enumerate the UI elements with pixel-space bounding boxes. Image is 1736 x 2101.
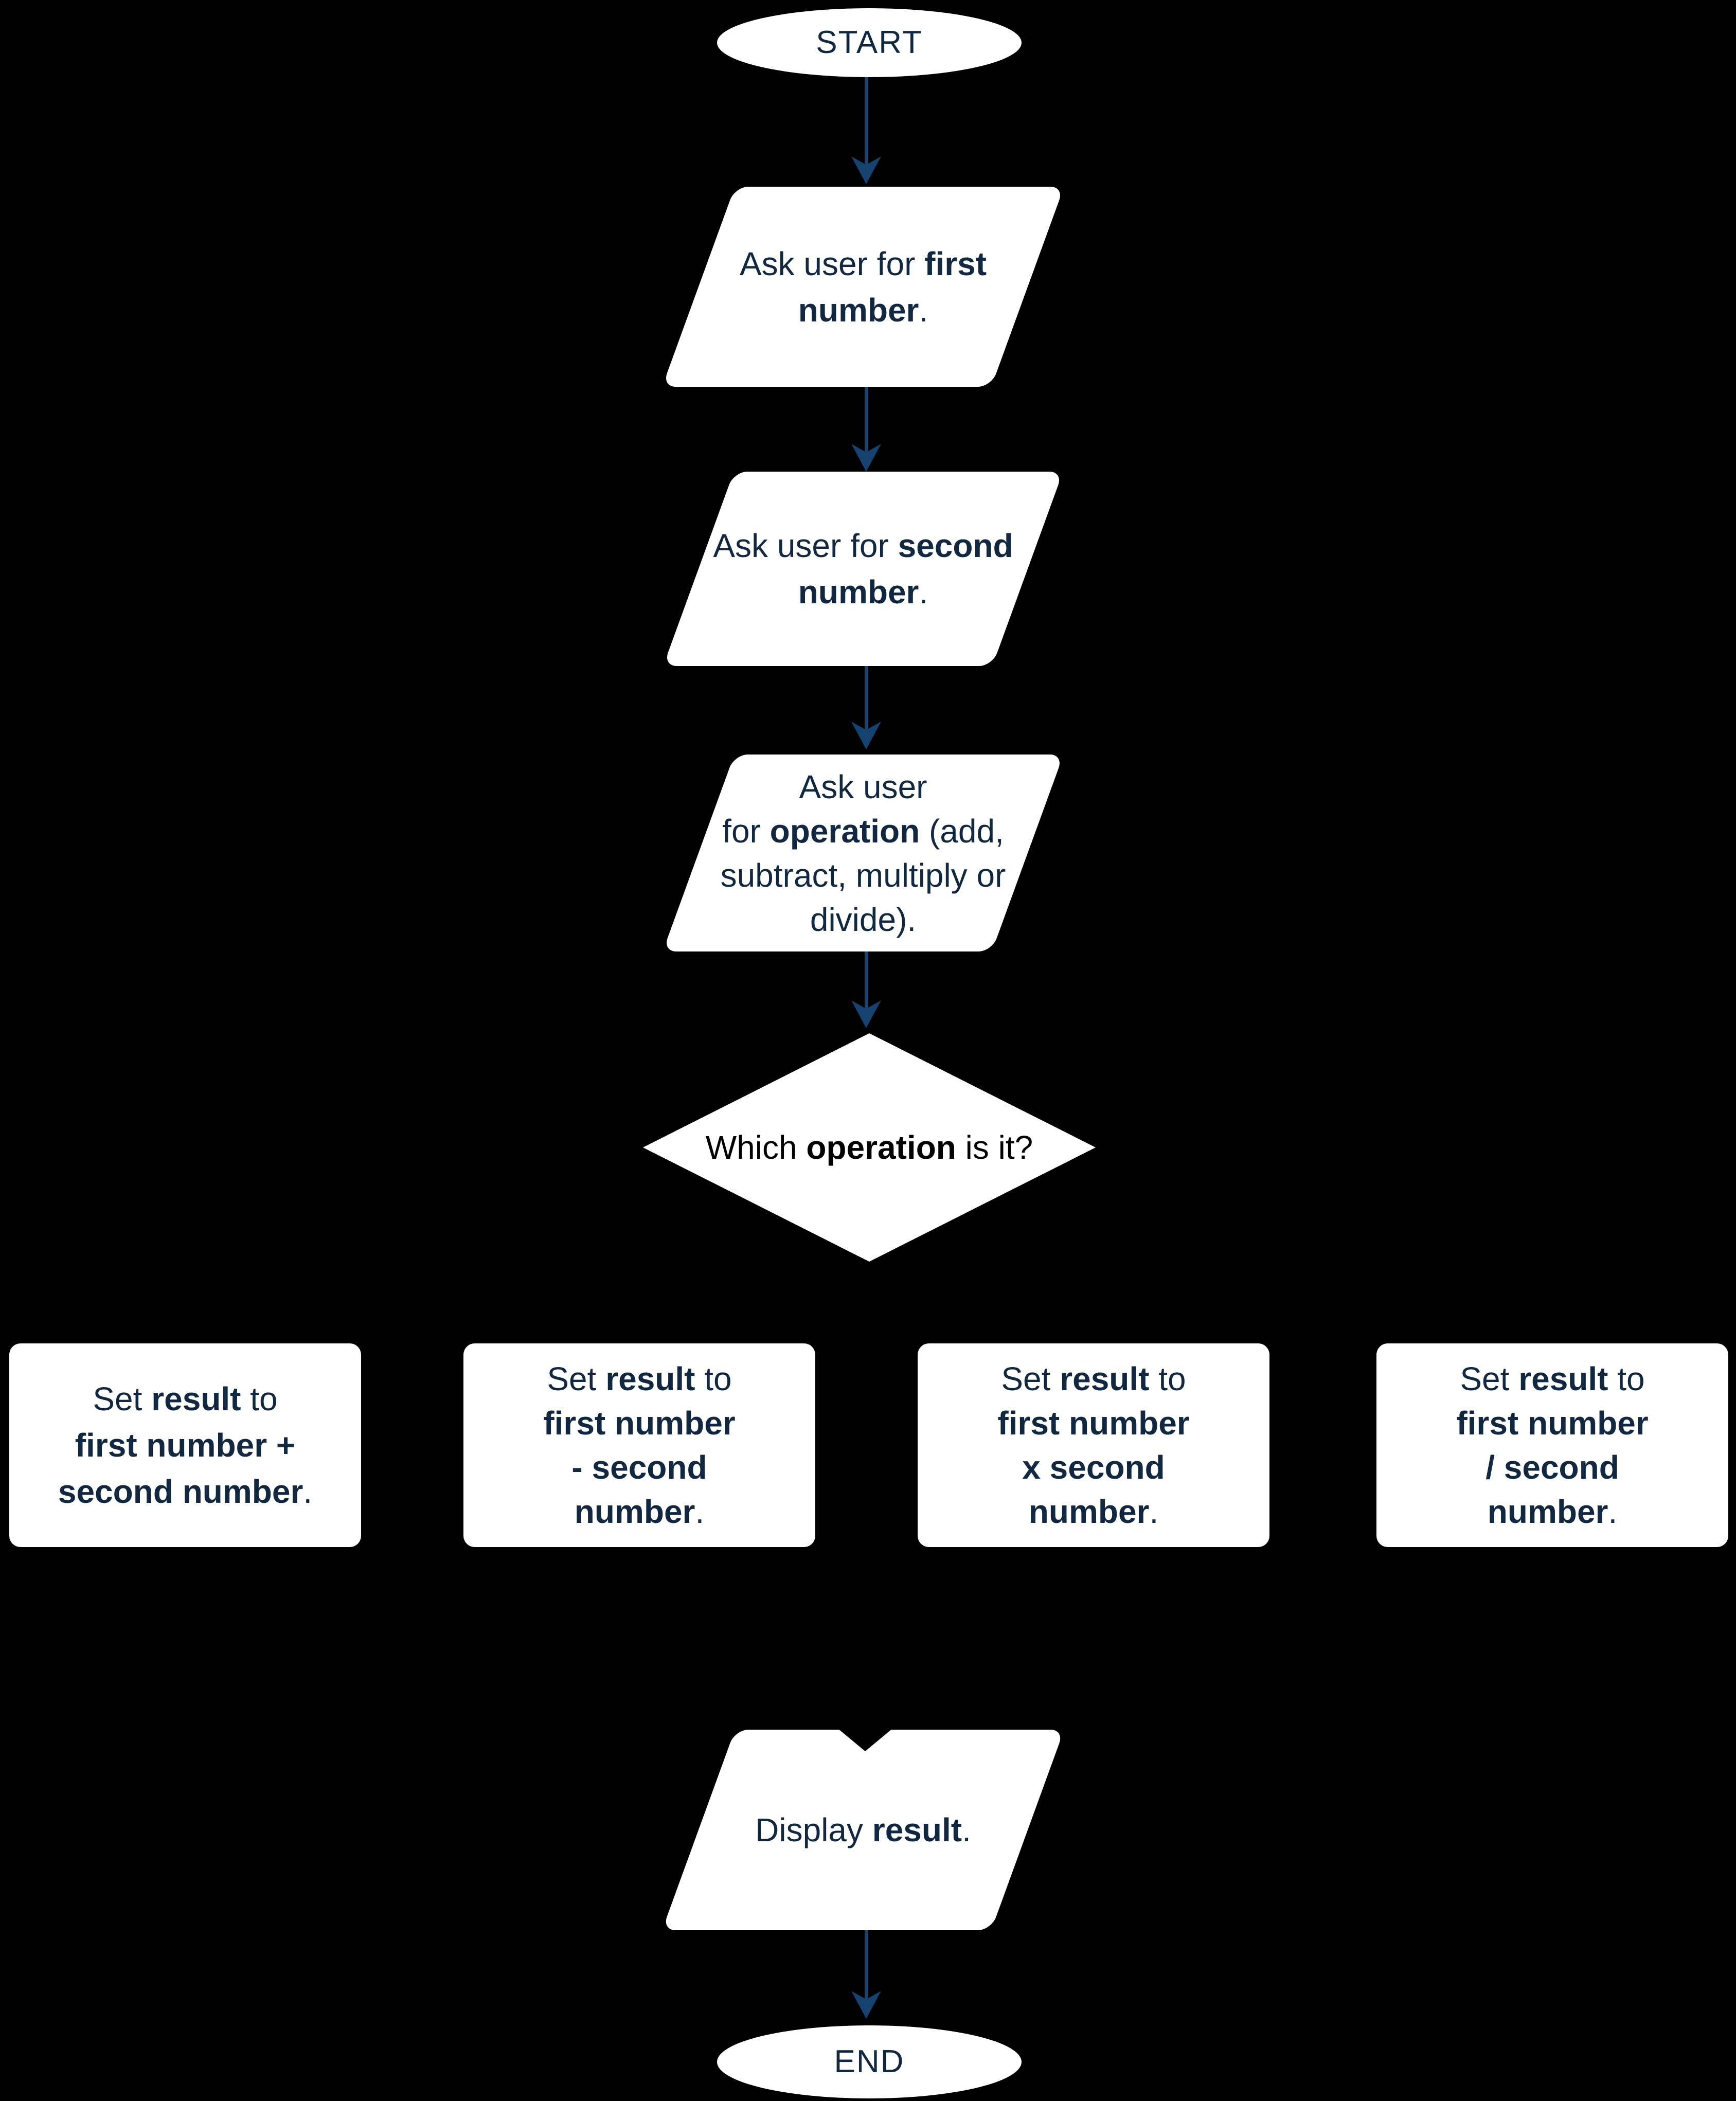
display-result-text: Display result. [709,1730,1017,1930]
display-regular1: Display [755,1811,872,1848]
end-terminator [717,2025,1022,2098]
multiply-line1-regular2: to [1149,1360,1186,1397]
divide-line1-regular2: to [1608,1360,1645,1397]
ask-second-line2-bold: number [798,573,919,610]
operation-decision-text: Which operation is it? [643,1033,1096,1262]
ask-first-line1-bold: first [924,245,987,282]
multiply-line2-bold: first number [997,1405,1190,1442]
ask-first-line2-bold: number [798,291,919,329]
subtract-line2-bold: first number [543,1405,736,1442]
multiply-process-text: Set result to first number x second numb… [918,1343,1269,1547]
multiply-line1-bold: result [1060,1360,1150,1397]
subtract-process-box [463,1343,815,1547]
subtract-line4-regular: . [695,1493,705,1530]
end-label-wrap: END [717,2025,1022,2098]
ask-operation-line2-bold: operation [769,812,920,850]
multiply-process-box [918,1343,1269,1547]
ask-operation-text: Ask user for operation (add, subtract, m… [709,755,1017,951]
multiply-line4-regular: . [1149,1493,1159,1530]
ask-first-number-text: Ask user for first number. [709,187,1017,387]
ask-first-line2-regular: . [919,291,928,329]
arrow-first-to-second [865,387,868,452]
ask-second-number-text: Ask user for second number. [709,472,1017,666]
subtract-line3-bold: - second [571,1449,707,1486]
subtract-line1-bold: result [605,1360,695,1397]
ask-operation-line2-regular: for [722,812,770,850]
ask-second-line1-bold: second [898,527,1013,564]
ask-second-line1-regular: Ask user for [713,527,898,564]
divide-line2-bold: first number [1456,1405,1649,1442]
divide-line1-bold: result [1518,1360,1608,1397]
ask-operation-line4: divide). [810,901,917,938]
end-label: END [834,2044,905,2079]
ask-operation-line3: subtract, multiply or [720,856,1006,894]
add-line2-bold: first number + [75,1427,296,1464]
ask-operation-line1: Ask user [799,768,927,805]
arrow-second-to-operation [865,666,868,730]
add-line3-bold: second number [58,1473,303,1510]
multiply-line3-bold: x second [1022,1449,1165,1486]
ask-second-line2-regular: . [919,573,928,610]
add-line1-regular1: Set [93,1380,152,1417]
arrow-display-to-end [865,1930,868,1999]
add-line1-bold: result [151,1380,241,1417]
start-label: START [816,25,923,60]
add-process-box [9,1343,361,1547]
subtract-line4-bold: number [574,1493,695,1530]
add-line3-regular: . [303,1473,313,1510]
display-regular2: . [962,1811,971,1848]
arrow-operation-to-decision [865,951,868,1011]
decision-regular2: is it? [956,1129,1033,1166]
multiply-line1-regular1: Set [1001,1360,1060,1397]
divide-process-text: Set result to first number / second numb… [1376,1343,1728,1547]
decision-regular1: Which [705,1129,807,1166]
ask-first-line1-regular: Ask user for [739,245,925,282]
divide-line4-bold: number [1487,1493,1608,1530]
divide-line4-regular: . [1608,1493,1618,1530]
divide-line3-bold: / second [1486,1449,1619,1486]
decision-bold: operation [806,1129,956,1166]
arrow-start-to-first [865,77,868,166]
display-bold: result [872,1811,962,1848]
ask-operation-line2-regular2: (add, [920,812,1004,850]
start-terminator [717,8,1022,77]
divide-line1-regular1: Set [1460,1360,1519,1397]
multiply-line4-bold: number [1028,1493,1150,1530]
subtract-process-text: Set result to first number - second numb… [463,1343,815,1547]
start-label-wrap: START [717,8,1022,77]
subtract-line1-regular2: to [695,1360,732,1397]
add-line1-regular2: to [241,1380,278,1417]
add-process-text: Set result to first number + second numb… [9,1343,361,1547]
subtract-line1-regular1: Set [547,1360,606,1397]
divide-process-box [1376,1343,1728,1547]
